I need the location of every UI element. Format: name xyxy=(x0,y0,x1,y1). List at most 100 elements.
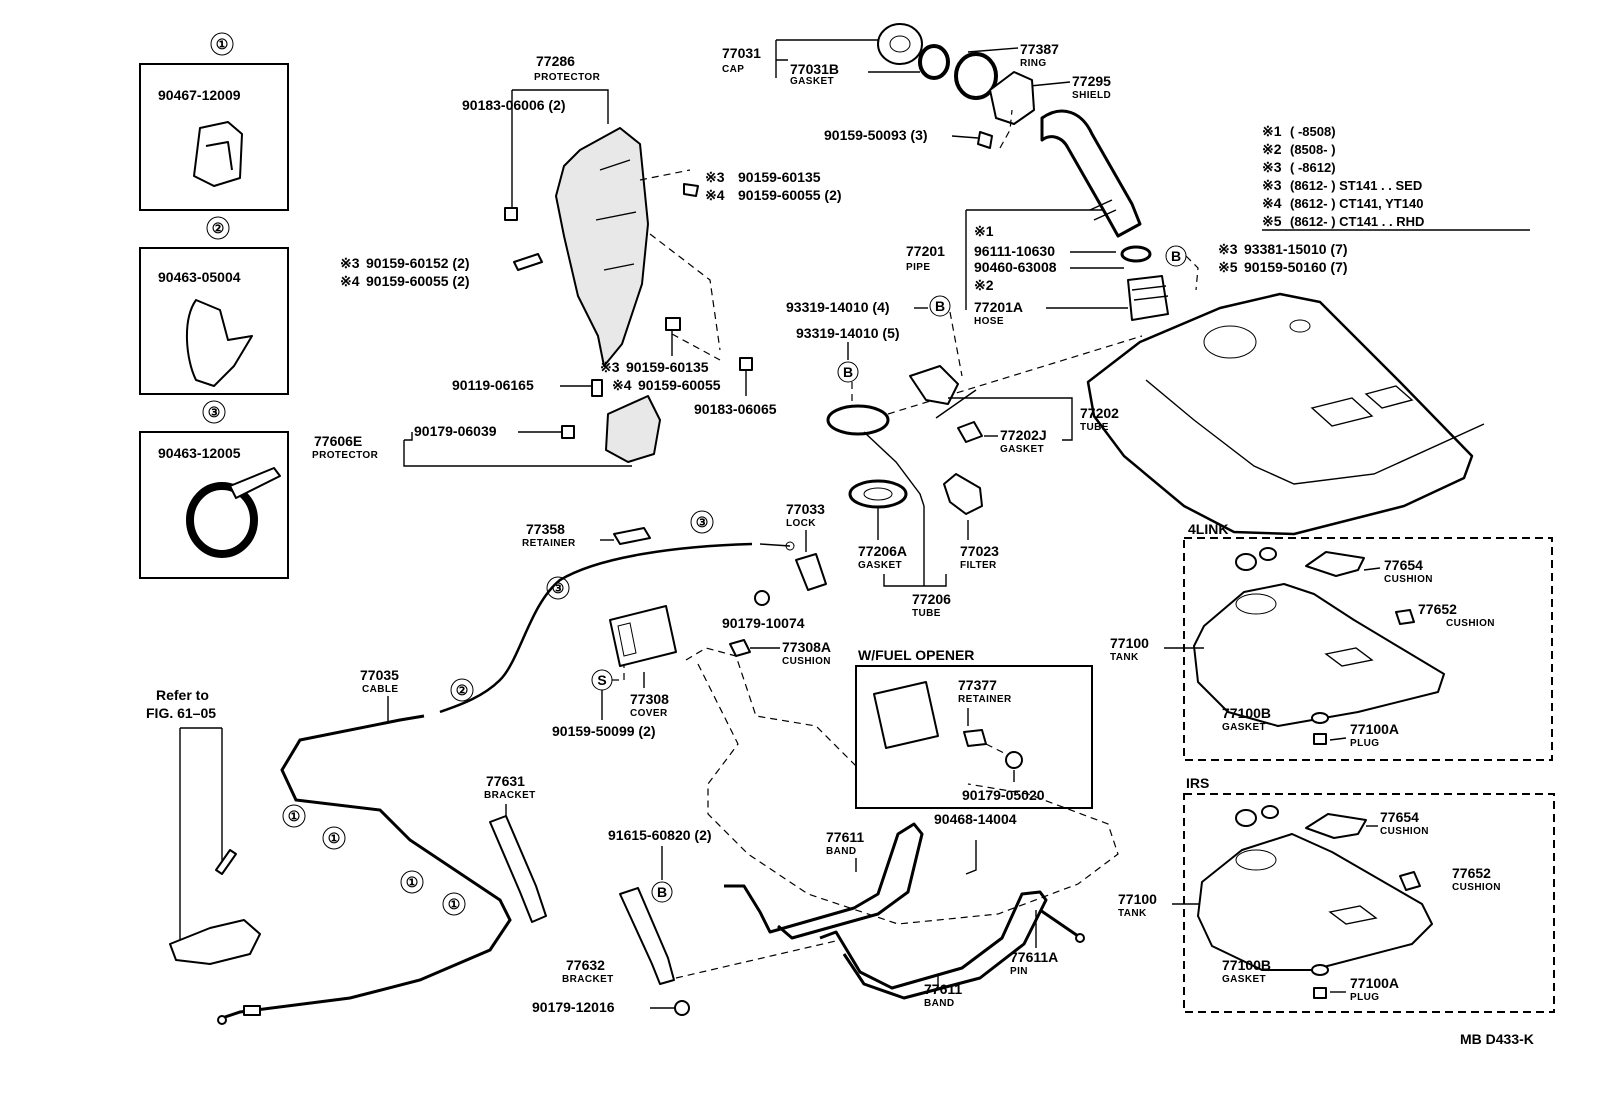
part-number-91615-60820: 91615-60820 (2) xyxy=(608,827,712,843)
cable-icon xyxy=(439,542,753,714)
opener-lever-icon xyxy=(169,919,261,965)
part-number-77611-bottom: 77611 xyxy=(924,981,962,997)
circle-mark-s: S xyxy=(597,672,606,688)
bolt-icon xyxy=(591,379,603,397)
part-number-77206a: 77206A xyxy=(858,543,907,559)
part-number-77100b-4link: 77100B xyxy=(1222,705,1271,721)
circle-mark-2: ② xyxy=(456,682,469,698)
label-gasket: GASKET xyxy=(1222,722,1266,733)
protector-77606e-group: 77606E PROTECTOR 90179-06039 xyxy=(312,395,661,467)
part-number-77377: 77377 xyxy=(958,677,997,693)
part-number-90179-12016: 90179-12016 xyxy=(532,999,615,1015)
note-key-3: ※3 xyxy=(1218,241,1238,257)
shield-icon xyxy=(989,71,1035,125)
circle-mark-3: ③ xyxy=(552,580,565,596)
label-band: BAND xyxy=(924,998,955,1009)
screw-icon xyxy=(683,183,699,197)
circle-mark-1: ① xyxy=(216,36,229,52)
part-number-90467-12009: 90467-12009 xyxy=(158,87,241,103)
part-number-90179-10074: 90179-10074 xyxy=(722,615,805,631)
part-number-77652-irs: 77652 xyxy=(1452,865,1491,881)
label-cushion: CUSHION xyxy=(1452,882,1501,893)
band-icon xyxy=(724,822,924,940)
tube-bracket-icon xyxy=(909,365,959,405)
screw-icon xyxy=(665,317,681,331)
part-number-90159-50160: 90159-50160 (7) xyxy=(1244,259,1348,275)
part-number-77202j: 77202J xyxy=(1000,427,1047,443)
part-number-90159-60055-bottom: 90159-60055 xyxy=(638,377,721,393)
part-number-77031: 77031 xyxy=(722,45,761,61)
bracket-icon xyxy=(489,815,547,923)
part-number-77308: 77308 xyxy=(630,691,669,707)
cushion-icon xyxy=(1235,809,1257,827)
circle-mark-3: ③ xyxy=(696,514,709,530)
note-key-5: ※5 xyxy=(1218,259,1238,275)
note-mark-3: ※3 xyxy=(600,359,620,375)
fuel-tank-main xyxy=(1086,292,1485,536)
part-number-77654-irs: 77654 xyxy=(1380,809,1419,825)
part-number-77611a: 77611A xyxy=(1010,949,1058,965)
band-clamp-icon xyxy=(186,482,258,558)
irs-tank-box: IRS 77654 CUSHION 77652 CUSHION 77100 TA… xyxy=(1118,775,1555,1013)
part-number-77358: 77358 xyxy=(526,521,565,537)
part-number-90468-14004: 90468-14004 xyxy=(934,811,1017,827)
band-tail-icon xyxy=(229,467,281,499)
circle-mark-1: ① xyxy=(288,808,301,824)
part-number-90179-05020: 90179-05020 xyxy=(962,787,1045,803)
cover-icon xyxy=(609,605,677,667)
screw-icon xyxy=(977,131,993,149)
cushion-icon xyxy=(1235,553,1257,571)
part-number-96111-10630: 96111-10630 xyxy=(974,243,1055,259)
clip-icon xyxy=(504,207,518,221)
tank-icon-irs xyxy=(1197,833,1433,971)
label-gasket: GASKET xyxy=(1000,444,1044,455)
opener-cover-icon xyxy=(873,681,939,749)
cable-lock-group: 77358 RETAINER ③ 77033 LOCK 90179-10074 … xyxy=(217,501,827,1025)
label-gasket: GASKET xyxy=(1222,974,1266,985)
note-mark-4: ※4 xyxy=(705,187,725,203)
part-number-77023: 77023 xyxy=(960,543,999,559)
note-key-5: ※5 xyxy=(1262,213,1282,229)
part-number-77308a: 77308A xyxy=(782,639,831,655)
note-key-4: ※4 xyxy=(1262,195,1282,211)
bracket-band-group: 77631 BRACKET 91615-60820 (2) B 77632 BR… xyxy=(484,773,1085,1016)
note-mark-3: ※3 xyxy=(705,169,725,185)
note-key-2: ※2 xyxy=(1262,141,1282,157)
serial-notes-table: ※1 ( -8508) ※2 (8508- ) ※3 ( -8612) ※3 (… xyxy=(1262,123,1530,231)
refer-figure: FIG. 61–05 xyxy=(146,705,216,721)
note-key-1: ※1 xyxy=(1262,123,1282,139)
part-number-90159-60135-bottom: 90159-60135 xyxy=(626,359,709,375)
part-number-77100a-4link: 77100A xyxy=(1350,721,1399,737)
nut-icon xyxy=(754,590,770,606)
label-plug: PLUG xyxy=(1350,738,1379,749)
part-number-77031b: 77031B xyxy=(790,61,839,77)
filler-cap-group: 77031 CAP 77031B GASKET 77387 RING 77295… xyxy=(722,23,1142,238)
diagram-code: MB D433-K xyxy=(1460,1031,1534,1047)
part-number-77100a-irs: 77100A xyxy=(1350,975,1399,991)
label-filter: FILTER xyxy=(960,560,997,571)
4link-title: 4LINK xyxy=(1188,521,1228,537)
cushion-icon xyxy=(1399,871,1421,891)
spring-icon xyxy=(215,849,237,875)
part-number-90159-60135-top: 90159-60135 xyxy=(738,169,821,185)
band-icon xyxy=(819,890,1048,1000)
part-number-77286: 77286 xyxy=(536,53,575,69)
plug-icon xyxy=(1313,987,1327,999)
tank-icon-4link xyxy=(1193,583,1445,727)
note-text-4: (8612- ) ST141 . . SED xyxy=(1290,178,1422,193)
note-mark-4: ※4 xyxy=(340,273,360,289)
retainer-icon xyxy=(963,729,987,747)
part-number-77201a: 77201A xyxy=(974,299,1023,315)
tank-port-icon xyxy=(1203,325,1257,359)
note-mark-3: ※3 xyxy=(340,255,360,271)
filter-icon xyxy=(943,473,983,515)
refer-text: Refer to xyxy=(156,687,209,703)
note-mark-4: ※4 xyxy=(612,377,632,393)
part-number-93319-14010-4: 93319-14010 (4) xyxy=(786,299,890,315)
clamp-box-1: ① 90467-12009 xyxy=(139,32,289,211)
protector-77286-group: 77286 PROTECTOR 90183-06006 (2) ※3 90159… xyxy=(340,53,842,417)
bolt-icon xyxy=(674,1000,690,1016)
retainer-icon xyxy=(613,527,651,545)
part-number-90119-06165: 90119-06165 xyxy=(452,377,534,393)
part-number-90159-60055-mid: 90159-60055 (2) xyxy=(366,273,470,289)
